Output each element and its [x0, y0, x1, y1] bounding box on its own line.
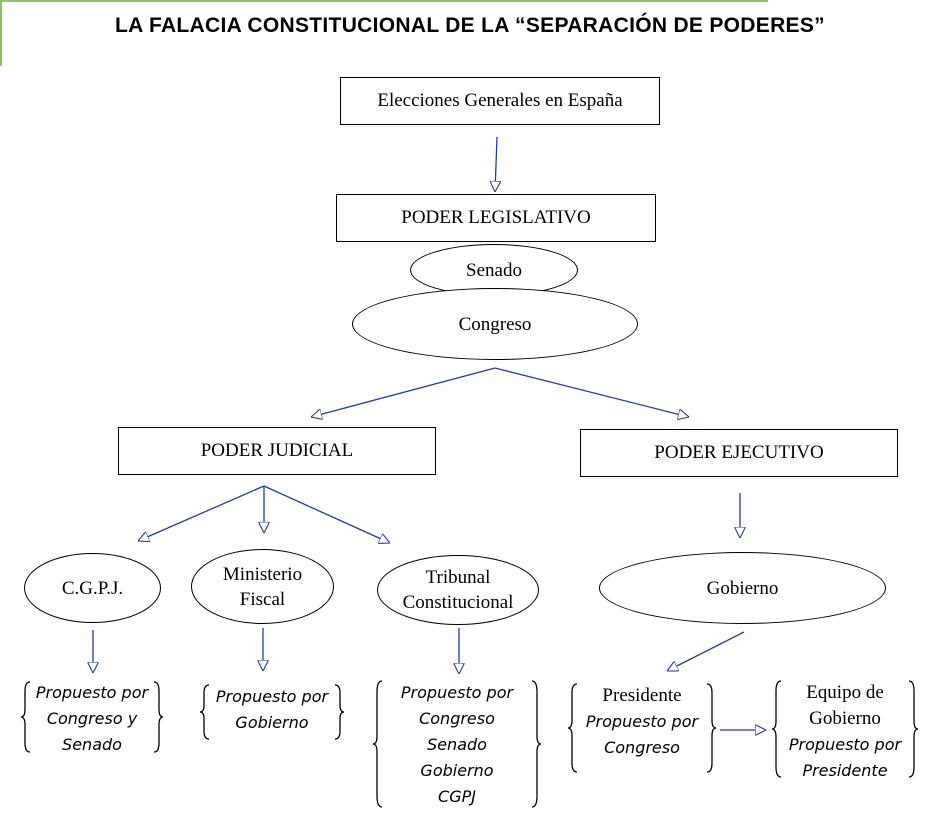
left-brace-icon	[771, 680, 782, 778]
gobierno-label: Gobierno	[706, 577, 779, 599]
equipo-note-line1: Propuesto por	[788, 735, 902, 754]
tribunal-note-line2: Congreso	[419, 709, 495, 728]
poder-ejecutivo-label: PODER EJECUTIVO	[654, 442, 824, 463]
cgpj-note-line2: Congreso y	[46, 709, 138, 728]
ministerio-note-line1: Propuesto por	[215, 687, 329, 706]
presidente-note-line2: Congreso	[604, 738, 680, 757]
gobierno-oval: Gobierno	[599, 552, 886, 624]
presidente-head: Presidente	[602, 685, 682, 706]
arrow-gobierno-presidente	[667, 631, 745, 672]
arrow-legislativo-ejecutivo	[494, 367, 689, 417]
left-brace-icon	[20, 681, 31, 753]
left-brace-icon	[567, 683, 578, 773]
poder-legislativo-box: PODER LEGISLATIVO	[336, 194, 656, 242]
arrow-judicial-cgpj	[138, 485, 265, 541]
right-brace-icon	[531, 680, 542, 808]
congreso-oval: Congreso	[352, 288, 638, 360]
tribunal-note-line1: Propuesto por	[400, 683, 514, 702]
cgpj-note: Propuesto por Congreso y Senado	[20, 681, 164, 754]
arrow-legislativo-judicial	[311, 367, 496, 417]
presidente-note-line1: Propuesto por	[585, 712, 699, 731]
tribunal-label-line2: Constitucional	[402, 592, 514, 613]
right-brace-icon	[334, 684, 345, 740]
tribunal-note-line4: Gobierno	[420, 761, 494, 780]
arrow-elecciones-legislativo	[495, 136, 497, 192]
equipo-note-line2: Presidente	[802, 761, 888, 780]
left-brace-icon	[199, 684, 210, 740]
tribunal-label-line1: Tribunal	[425, 567, 491, 588]
poder-legislativo-label: PODER LEGISLATIVO	[401, 207, 591, 228]
left-brace-icon	[372, 680, 383, 808]
right-brace-icon	[706, 683, 717, 773]
tribunal-note-line5: CGPJ	[438, 787, 476, 806]
poder-ejecutivo-box: PODER EJECUTIVO	[580, 429, 898, 477]
cgpj-note-line1: Propuesto por	[35, 683, 149, 702]
right-brace-icon	[153, 681, 164, 753]
tribunal-note: Propuesto por Congreso Senado Gobierno C…	[372, 680, 542, 808]
poder-judicial-box: PODER JUDICIAL	[118, 427, 436, 475]
page-frame-corner	[0, 0, 768, 66]
equipo-head-line1: Equipo de	[806, 682, 884, 703]
cgpj-note-line3: Senado	[62, 735, 122, 754]
right-brace-icon	[908, 680, 919, 778]
equipo-head-line2: Gobierno	[809, 708, 881, 729]
presidente-note: Presidente Propuesto por Congreso	[567, 683, 717, 773]
cgpj-label: C.G.P.J.	[61, 577, 124, 599]
senado-label: Senado	[466, 259, 522, 281]
page-title: LA FALACIA CONSTITUCIONAL DE LA “SEPARAC…	[115, 14, 825, 37]
poder-judicial-label: PODER JUDICIAL	[200, 440, 354, 461]
ministerio-note-line2: Gobierno	[235, 713, 309, 732]
elecciones-label: Elecciones Generales en España	[377, 90, 623, 111]
cgpj-oval: C.G.P.J.	[24, 553, 161, 623]
ministerio-label-line2: Fiscal	[239, 588, 286, 610]
ministerio-fiscal-oval: Ministerio Fiscal	[191, 549, 334, 624]
tribunal-constitucional-oval: Tribunal Constitucional	[377, 555, 539, 625]
ministerio-note: Propuesto por Gobierno	[199, 684, 345, 740]
equipo-note: Equipo de Gobierno Propuesto por Preside…	[771, 680, 919, 780]
tribunal-note-line3: Senado	[427, 735, 487, 754]
ministerio-label-line1: Ministerio	[222, 563, 303, 585]
elecciones-box: Elecciones Generales en España	[340, 77, 660, 125]
congreso-label: Congreso	[458, 313, 532, 335]
arrow-judicial-tribunal	[263, 485, 390, 543]
